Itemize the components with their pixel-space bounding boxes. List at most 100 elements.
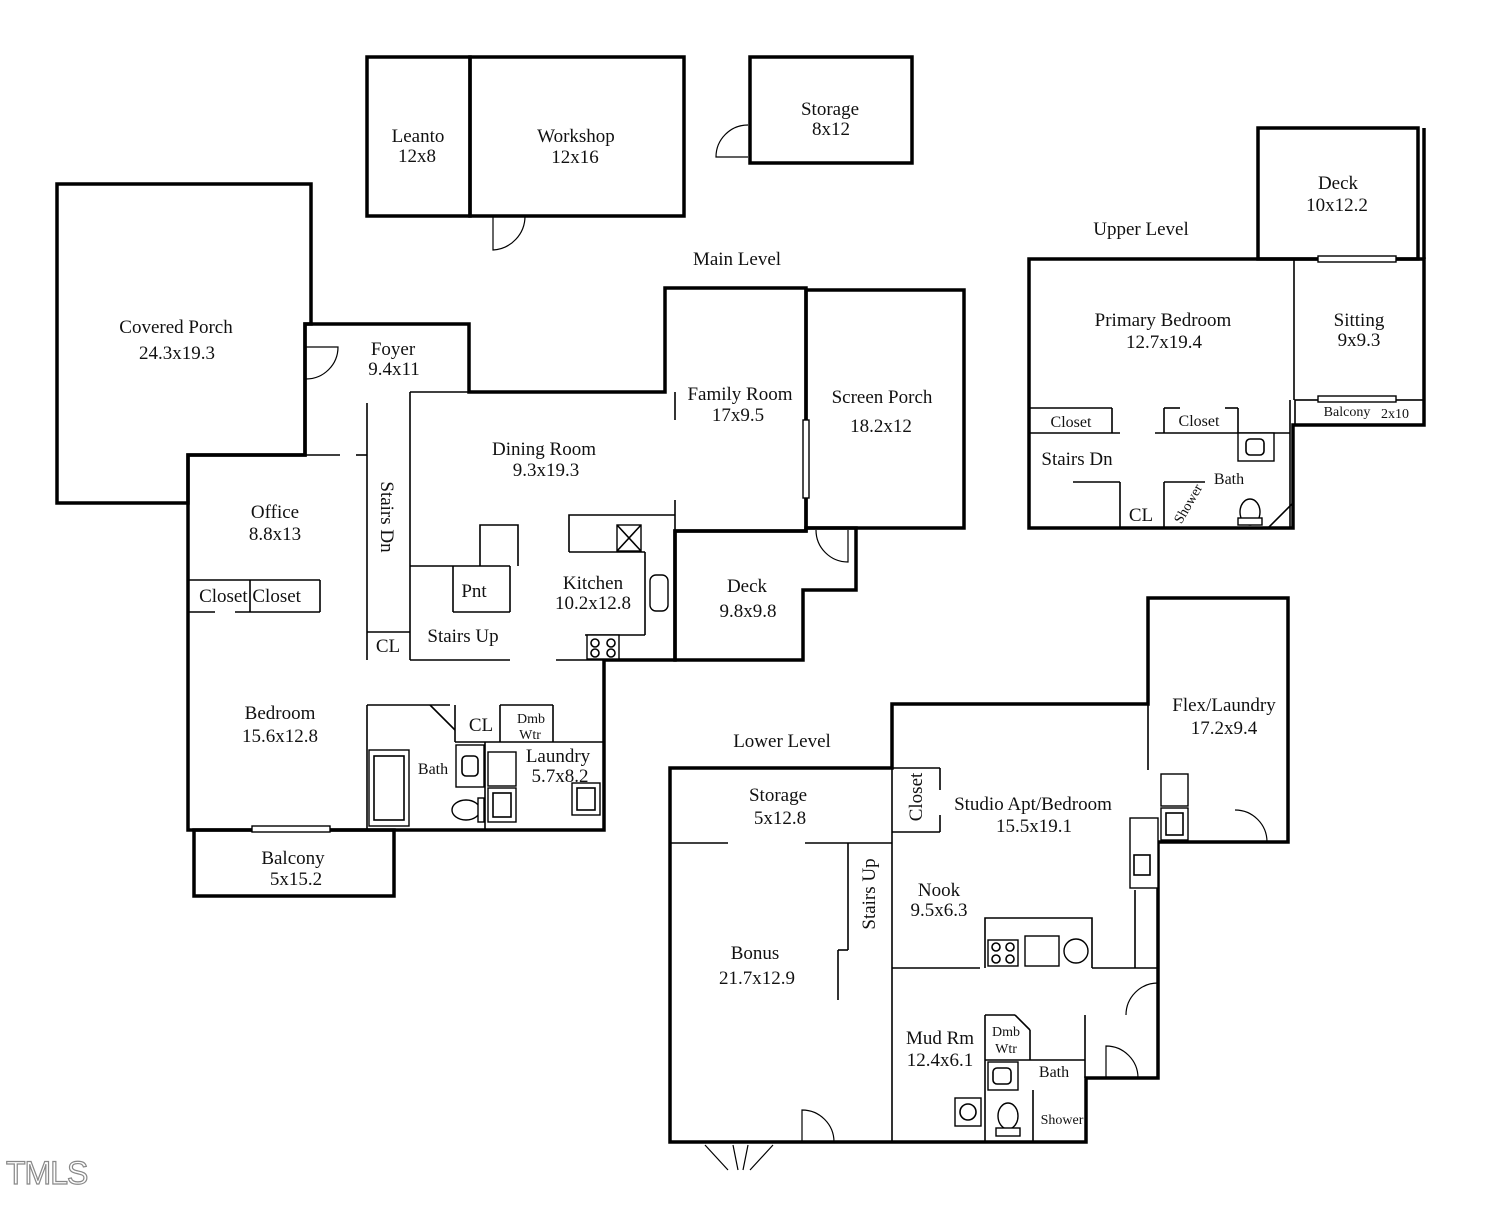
lower-bath-label: Bath xyxy=(1039,1064,1069,1081)
lower-interior-walls xyxy=(670,704,1159,1142)
primary-bedroom-name: Primary Bedroom xyxy=(1095,310,1232,331)
lower-level xyxy=(668,596,1290,1171)
kitchen-sink xyxy=(649,574,669,612)
mud-room-name: Mud Rm xyxy=(906,1028,974,1049)
family-room-size: 17x9.5 xyxy=(712,405,764,426)
lower-floor xyxy=(668,596,1290,1144)
kitchen-range xyxy=(586,634,620,660)
lower-shower-label: Shower xyxy=(1041,1113,1084,1128)
mud-room-sink xyxy=(954,1097,982,1127)
lower-kitchen-sink xyxy=(1063,938,1089,964)
main-deck-area xyxy=(673,526,858,662)
upper-deck-name: Deck xyxy=(1318,173,1359,194)
main-bathtub xyxy=(368,749,410,827)
main-level-title: Main Level xyxy=(693,249,781,270)
upper-deck-slider xyxy=(1317,255,1397,263)
main-cl-label: CL xyxy=(376,636,400,657)
bonus-size: 21.7x12.9 xyxy=(719,968,795,989)
main-bath-sink xyxy=(455,744,485,788)
upper-closet-1-label: Closet xyxy=(1051,414,1092,431)
upper-bath-label: Bath xyxy=(1214,471,1244,488)
bedroom-size: 15.6x12.8 xyxy=(242,726,318,747)
main-toilet xyxy=(451,799,481,821)
lower-french-doors xyxy=(704,1144,774,1171)
bonus-name: Bonus xyxy=(731,943,780,964)
main-bath-label: Bath xyxy=(418,761,448,778)
leanto-size: 12x8 xyxy=(398,146,436,167)
lower-counter xyxy=(1024,935,1060,967)
laundry-size: 5.7x8.2 xyxy=(532,766,589,787)
main-deck-size: 9.8x9.8 xyxy=(720,601,777,622)
foyer-door-swing xyxy=(305,346,339,380)
screen-porch-name: Screen Porch xyxy=(832,387,933,408)
kitchen-size: 10.2x12.8 xyxy=(555,593,631,614)
flex-door-swing xyxy=(1234,809,1268,843)
covered-porch-name: Covered Porch xyxy=(119,317,233,338)
upper-shower-label: Shower xyxy=(1172,482,1207,527)
nook-name: Nook xyxy=(918,880,961,901)
office-size: 8.8x13 xyxy=(249,524,301,545)
upper-interior-walls xyxy=(1029,259,1295,529)
dining-room-size: 9.3x19.3 xyxy=(513,460,580,481)
dmb-wtr-lower-line1: Dmb xyxy=(992,1025,1020,1040)
upper-level-title: Upper Level xyxy=(1093,219,1188,240)
workshop-door-swing xyxy=(492,215,526,251)
upper-level xyxy=(1027,126,1426,530)
bonus-door-swing xyxy=(801,1109,835,1143)
main-deck-name: Deck xyxy=(727,576,768,597)
upper-balcony-size: 2x10 xyxy=(1381,407,1409,422)
studio-size: 15.5x19.1 xyxy=(996,816,1072,837)
stairs-up-lower-label: Stairs Up xyxy=(859,858,880,929)
upper-deck-size: 10x12.2 xyxy=(1306,195,1368,216)
office-closets-label: Closet Closet xyxy=(199,586,302,607)
upper-balcony-name: Balcony xyxy=(1324,405,1371,420)
storage-lower-size: 5x12.8 xyxy=(754,808,806,829)
upper-closet-2-label: Closet xyxy=(1179,413,1220,430)
workshop-size: 12x16 xyxy=(551,147,599,168)
kitchen-counters xyxy=(568,514,675,660)
mud-room-size: 12.4x6.1 xyxy=(907,1050,974,1071)
screen-porch-area xyxy=(804,288,966,530)
main-house-floor xyxy=(186,286,808,832)
storage-door-swing xyxy=(715,124,749,158)
bath-cl-label: CL xyxy=(469,715,493,736)
storage-lower-name: Storage xyxy=(749,785,807,806)
office-name: Office xyxy=(251,502,299,523)
tmls-logo: TMLS xyxy=(6,1155,87,1191)
upper-cl-label: CL xyxy=(1129,505,1153,526)
main-balcony-name: Balcony xyxy=(261,848,325,869)
family-room-name: Family Room xyxy=(687,384,792,405)
foyer-size: 9.4x11 xyxy=(368,359,420,380)
bedroom-name: Bedroom xyxy=(245,703,316,724)
stairs-up-main-label: Stairs Up xyxy=(427,626,498,647)
stairs-dn-upper-label: Stairs Dn xyxy=(1041,449,1113,470)
screen-porch-size: 18.2x12 xyxy=(850,416,912,437)
nook-size: 9.5x6.3 xyxy=(911,900,968,921)
washer xyxy=(487,751,517,787)
screen-porch-slider xyxy=(802,419,810,499)
storage-building xyxy=(748,55,914,165)
deck-door-swing xyxy=(815,529,849,563)
dmb-wtr-main-line2: Wtr xyxy=(519,728,541,743)
pantry-label: Pnt xyxy=(461,581,487,602)
leanto-name: Leanto xyxy=(392,126,445,147)
studio-door-swing xyxy=(1125,982,1159,1016)
kitchen-name: Kitchen xyxy=(563,573,624,594)
sitting-name: Sitting xyxy=(1334,310,1385,331)
labels: Leanto 12x8 Workshop 12x16 Storage 8x12 … xyxy=(5,99,1409,1192)
main-balcony-size: 5x15.2 xyxy=(270,869,322,890)
dining-room-name: Dining Room xyxy=(492,439,596,460)
lower-toilet xyxy=(997,1102,1019,1130)
laundry-name: Laundry xyxy=(526,746,591,767)
flex-washer xyxy=(1160,773,1189,807)
primary-bedroom-size: 12.7x19.4 xyxy=(1126,332,1203,353)
dmb-wtr-lower-line2: Wtr xyxy=(995,1042,1017,1057)
stairs-dn-main-label: Stairs Dn xyxy=(376,481,397,553)
flex-laundry-size: 17.2x9.4 xyxy=(1191,718,1258,739)
studio-name: Studio Apt/Bedroom xyxy=(954,794,1112,815)
balcony-door xyxy=(251,825,331,833)
main-bath-fixtures xyxy=(368,744,601,827)
mudroom-door-swing xyxy=(1105,1045,1139,1079)
main-level xyxy=(55,182,966,898)
